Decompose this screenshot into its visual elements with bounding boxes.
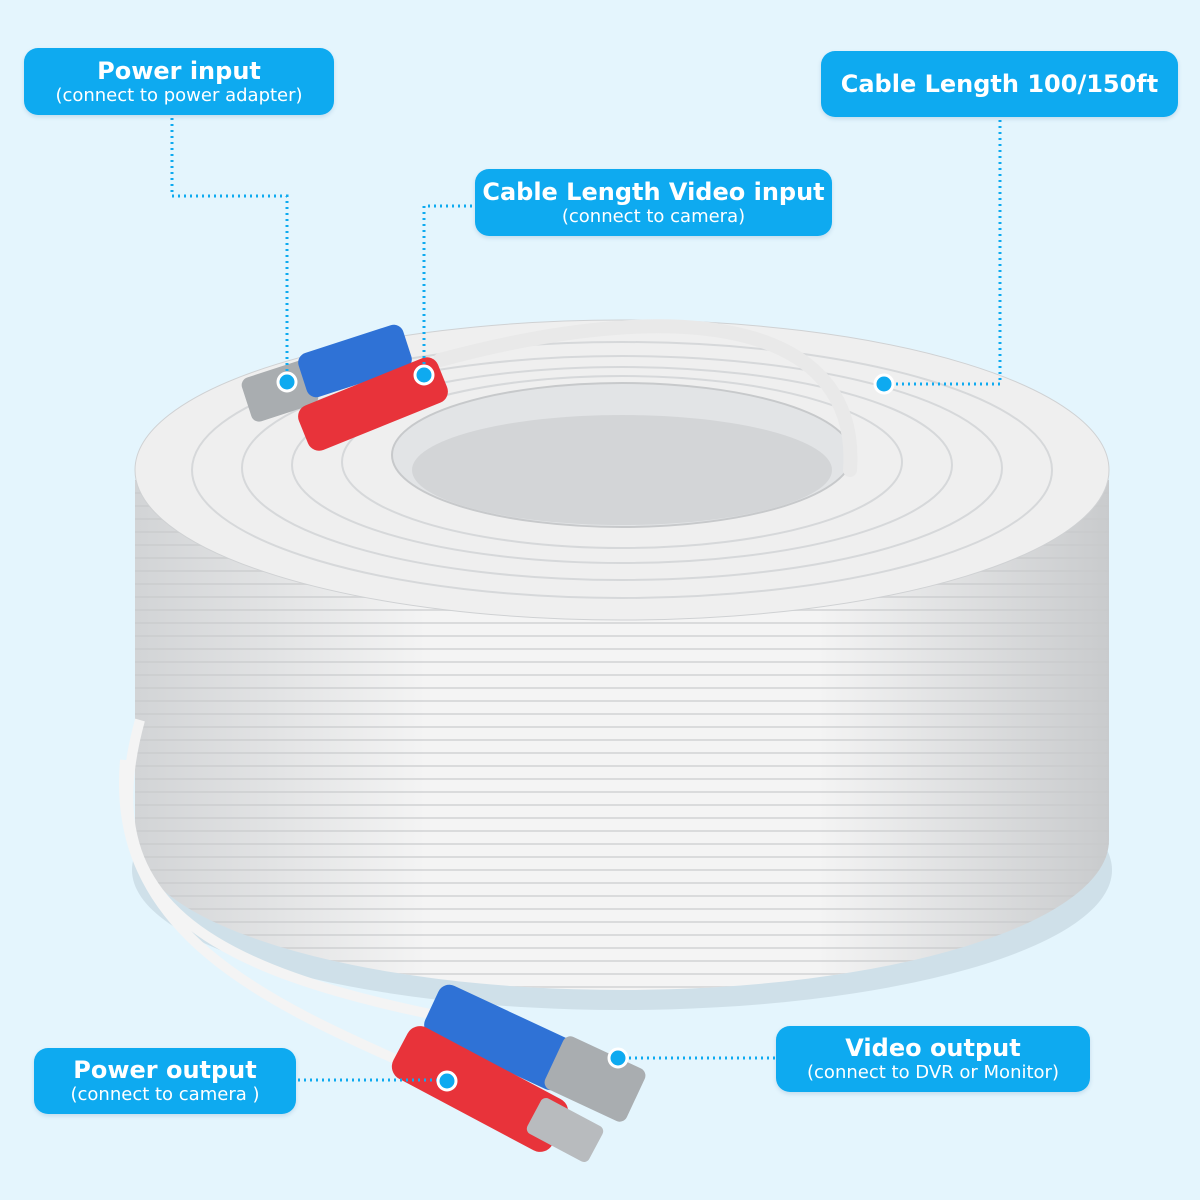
- bnc-connector-top: [241, 324, 412, 422]
- callout-video-output: Video output (connect to DVR or Monitor): [776, 1026, 1090, 1092]
- callout-dots: [276, 364, 895, 1092]
- callout-title: Power output: [73, 1056, 257, 1084]
- callout-subtitle: (connect to DVR or Monitor): [807, 1062, 1059, 1083]
- bnc-connector-bottom: [424, 984, 646, 1122]
- callout-video-input: Cable Length Video input (connect to cam…: [475, 169, 832, 236]
- callout-subtitle: (connect to camera): [561, 205, 746, 227]
- callout-subtitle: (connect to power adapter): [55, 84, 303, 106]
- callout-title: Cable Length Video input: [482, 177, 825, 206]
- callout-title: Cable Length 100/150ft: [840, 70, 1159, 98]
- callout-power-output: Power output (connect to camera ): [34, 1048, 296, 1114]
- callout-power-input: Power input (connect to power adapter): [24, 48, 334, 115]
- callout-subtitle: (connect to camera ): [70, 1084, 260, 1105]
- loose-cable-top: [433, 319, 858, 477]
- power-connector-bottom: [391, 1026, 604, 1162]
- leader-lines: [170, 118, 1002, 1082]
- power-connector-top: [298, 357, 448, 451]
- callout-title: Power input: [97, 56, 261, 85]
- callout-title: Video output: [845, 1034, 1021, 1062]
- coil-body: [134, 319, 1110, 990]
- callout-cable-length: Cable Length 100/150ft: [821, 51, 1178, 117]
- loose-cable-bottom: [118, 718, 461, 1075]
